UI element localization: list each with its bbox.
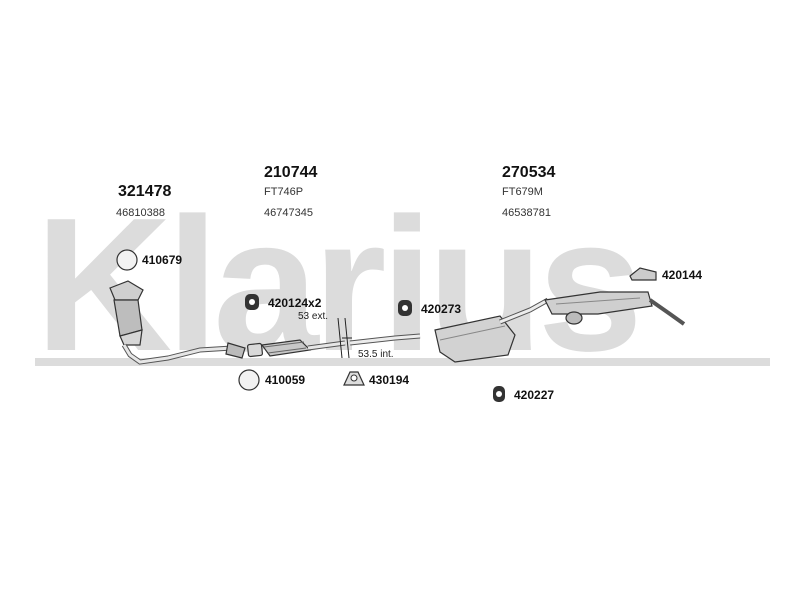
fitting-label: 410059: [265, 373, 306, 387]
catalytic-converter: [109, 280, 246, 365]
rear-silencer-assembly: [349, 291, 686, 363]
group-oem-code: FT679M: [502, 186, 543, 198]
fitting-label: 420227: [514, 388, 555, 402]
group-reference: 46810388: [116, 207, 165, 219]
fitting-label: 410679: [142, 253, 183, 267]
group-part-number: 321478: [118, 183, 172, 200]
gasket-ring-icon: [116, 249, 138, 271]
fitting-label: 430194: [369, 373, 410, 387]
group-oem-code: FT746P: [264, 186, 304, 198]
group-reference: 46747345: [264, 207, 313, 219]
bracket-icon: [629, 267, 657, 281]
group-reference: 46538781: [502, 207, 551, 219]
fitting-label: 420124x2: [268, 296, 322, 310]
extension-note: 53 ext.: [298, 311, 329, 322]
watermark-band: [35, 358, 770, 366]
group-part-number: 210744: [264, 164, 318, 181]
group-part-number: 270534: [502, 164, 556, 181]
gasket-ring-icon: [238, 369, 260, 391]
joint-marker: [337, 317, 352, 359]
internal-note: 53.5 int.: [358, 349, 394, 360]
centre-pipe-section: [247, 339, 346, 358]
fitting-label: 420144: [662, 268, 703, 282]
fitting-label: 420273: [421, 302, 462, 316]
